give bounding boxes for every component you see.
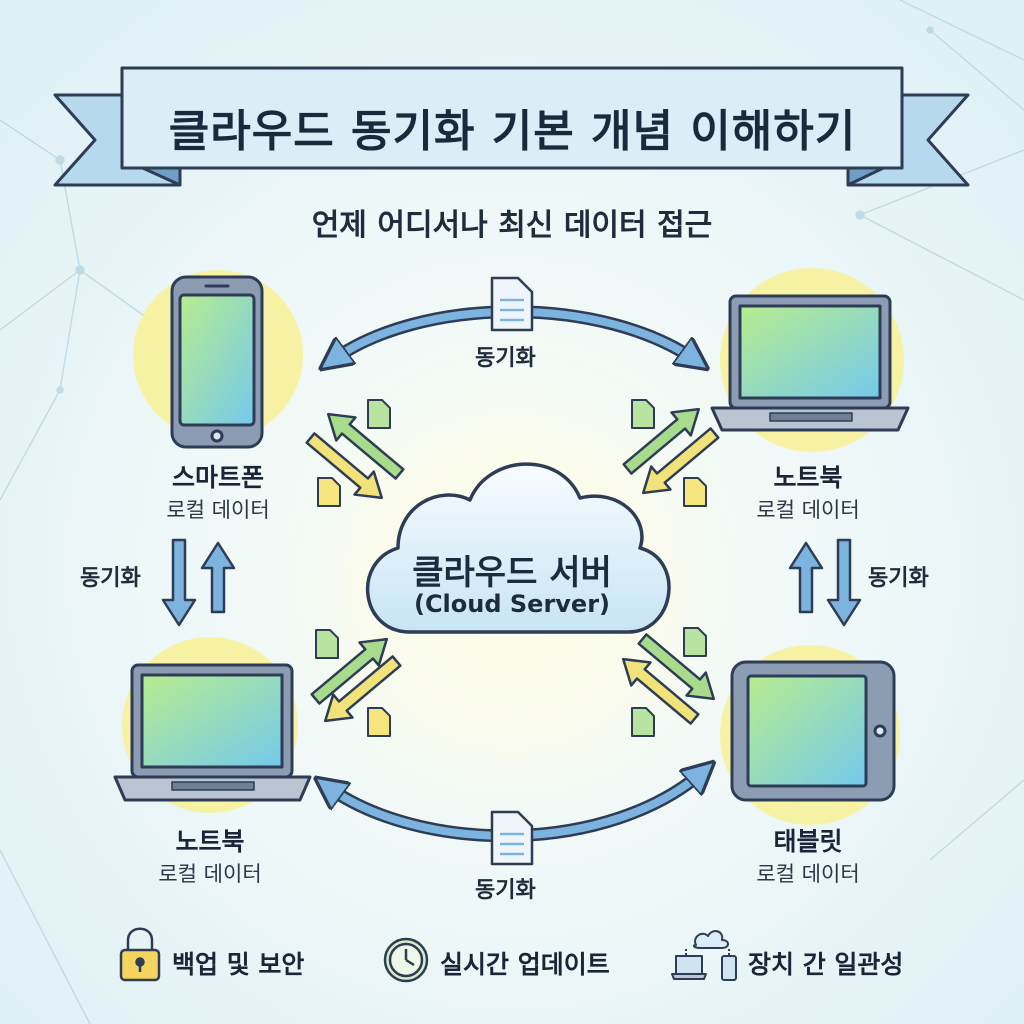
feature-device-consistency: 장치 간 일관성	[748, 950, 904, 979]
laptop-top-icon	[710, 294, 910, 432]
sync-label-bottom: 동기화	[475, 878, 536, 903]
cloud-server-english-label: (Cloud Server)	[413, 590, 611, 618]
smartphone-sublabel: 로컬 데이터	[166, 498, 270, 522]
sync-label-left: 동기화	[80, 566, 141, 591]
laptop-bottom-label: 노트북	[175, 827, 245, 856]
smartphone-label: 스마트폰	[171, 463, 264, 492]
devices-icon	[671, 930, 737, 981]
page-title: 클라우드 동기화 기본 개념 이해하기	[168, 106, 857, 157]
sync-arrows-left	[161, 538, 236, 627]
sync-label-top: 동기화	[475, 346, 536, 371]
document-icon-top	[490, 276, 534, 332]
cloud-server-icon	[365, 462, 671, 634]
tablet-icon	[730, 660, 896, 802]
lock-icon	[119, 927, 161, 982]
laptop-top-label: 노트북	[773, 463, 843, 492]
sync-label-right: 동기화	[868, 566, 929, 591]
data-arrows	[305, 407, 720, 725]
tablet-label: 태블릿	[773, 827, 843, 856]
laptop-bottom-sublabel: 로컬 데이터	[158, 862, 262, 886]
feature-backup-security: 백업 및 보안	[172, 950, 305, 979]
clock-icon	[383, 937, 429, 983]
laptop-top-sublabel: 로컬 데이터	[756, 498, 860, 522]
sync-arrows-right	[788, 538, 862, 627]
file-icons	[315, 399, 707, 737]
smartphone-icon	[170, 275, 264, 449]
document-icon-bottom	[490, 810, 534, 866]
cloud-server-label: 클라우드 서버	[412, 553, 612, 593]
page-subtitle: 언제 어디서나 최신 데이터 접근	[311, 208, 713, 243]
feature-realtime-update: 실시간 업데이트	[440, 950, 610, 979]
laptop-bottom-icon	[113, 663, 312, 802]
title-ribbon	[53, 66, 970, 187]
tablet-sublabel: 로컬 데이터	[756, 862, 860, 886]
